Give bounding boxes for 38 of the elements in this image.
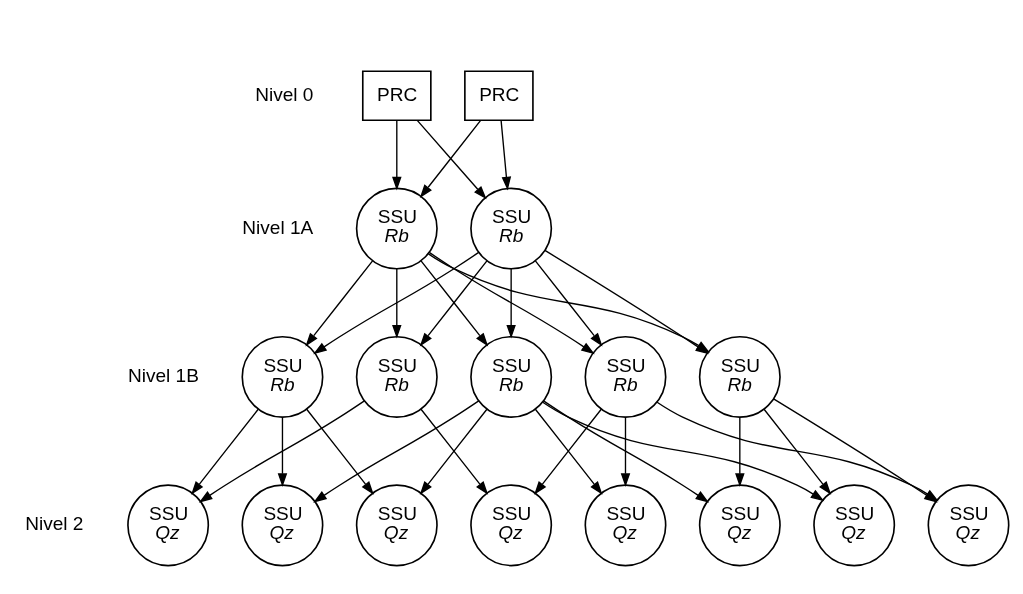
node-circle: SSU Qz bbox=[927, 483, 1010, 566]
arrow bbox=[542, 401, 825, 501]
arrow bbox=[198, 399, 366, 503]
arrow bbox=[277, 416, 288, 487]
label: Nivel 2 bbox=[25, 512, 84, 534]
node-box: PRC bbox=[361, 70, 432, 121]
arrow bbox=[500, 119, 512, 190]
node-box: PRC bbox=[464, 70, 534, 121]
label: Nivel 1B bbox=[127, 364, 199, 386]
node-circle: SSU Qz bbox=[241, 483, 324, 566]
arrow bbox=[542, 399, 710, 503]
node-circle: SSU Qz bbox=[698, 483, 781, 566]
arrow bbox=[763, 408, 832, 495]
node-circle: SSU Rb bbox=[355, 187, 438, 270]
arrow bbox=[306, 408, 374, 495]
label: Nivel 1A bbox=[242, 216, 314, 238]
node-circle: SSU Rb bbox=[584, 335, 667, 418]
node-circle: SSU Qz bbox=[470, 483, 553, 566]
arrow bbox=[506, 267, 516, 338]
arrow bbox=[191, 408, 259, 495]
arrow bbox=[428, 251, 595, 354]
node-circle: SSU Rb bbox=[698, 335, 781, 418]
node-circle: SSU Qz bbox=[584, 483, 667, 566]
arrow bbox=[534, 259, 603, 346]
arrow bbox=[392, 119, 402, 190]
label: Nivel 0 bbox=[255, 83, 314, 105]
node-circle: SSU Qz bbox=[355, 483, 438, 566]
arrow bbox=[392, 267, 402, 338]
arrow bbox=[313, 251, 480, 354]
node-circle: SSU Rb bbox=[355, 335, 438, 418]
node-circle: SSU Qz bbox=[813, 483, 896, 566]
arrow bbox=[313, 399, 480, 503]
arrow bbox=[305, 259, 374, 346]
node-circle: SSU Qz bbox=[127, 483, 210, 566]
arrow bbox=[620, 416, 631, 487]
node-circle: SSU Rb bbox=[470, 335, 553, 418]
node-circle: SSU Rb bbox=[241, 335, 324, 418]
arrow bbox=[735, 416, 745, 487]
